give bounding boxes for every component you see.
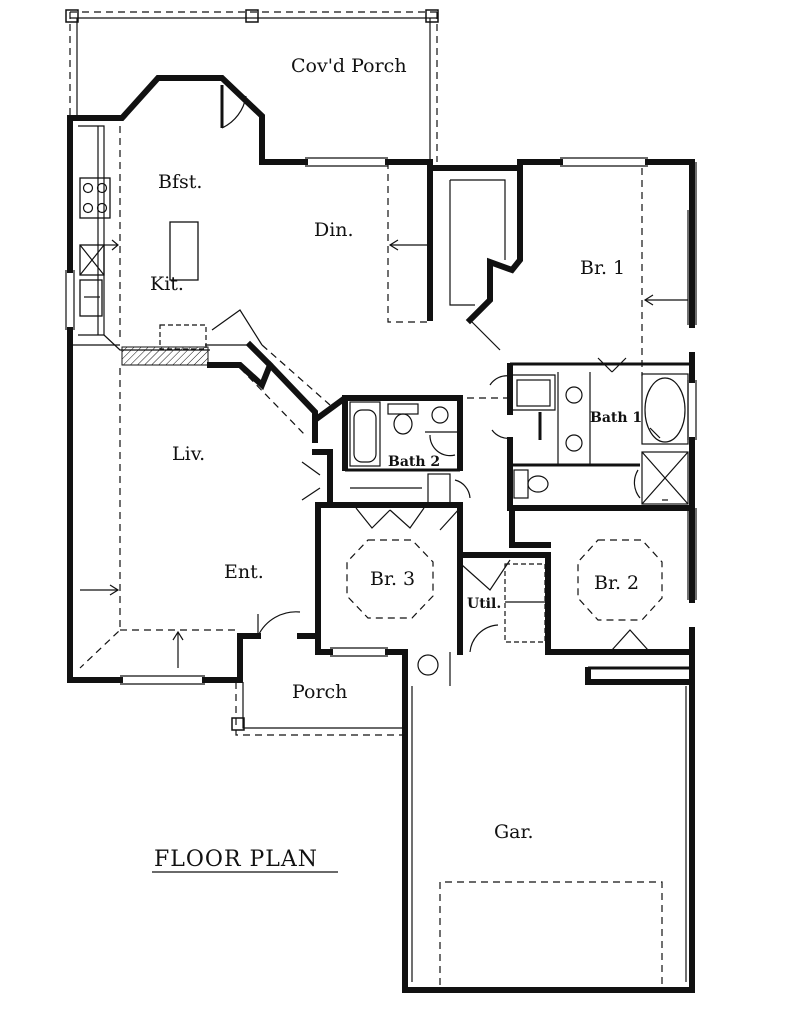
utility-room xyxy=(417,552,551,686)
label-bath2: Bath 2 xyxy=(388,454,440,470)
front-porch xyxy=(231,682,405,736)
label-br1: Br. 1 xyxy=(580,257,625,279)
kitchen xyxy=(70,125,210,366)
garage xyxy=(411,686,687,985)
label-gar: Gar. xyxy=(494,821,534,843)
dining-area xyxy=(387,162,430,323)
label-liv: Liv. xyxy=(172,443,205,465)
label-bfst: Bfst. xyxy=(158,171,202,193)
closet-br1 xyxy=(427,165,523,351)
label-ent: Ent. xyxy=(224,561,264,583)
bedroom-1 xyxy=(510,168,692,376)
angled-hall-wall xyxy=(205,309,331,443)
bedroom-2 xyxy=(509,505,695,685)
label-kit: Kit. xyxy=(150,273,184,295)
hall-doors xyxy=(455,375,513,439)
plan-title: FLOOR PLAN xyxy=(154,847,318,872)
breakfast-door xyxy=(220,85,247,129)
label-bath1: Bath 1 xyxy=(590,410,642,426)
label-covd-porch: Cov'd Porch xyxy=(291,55,407,77)
covered-porch xyxy=(65,9,439,162)
windows xyxy=(65,157,697,685)
hall-closet xyxy=(301,449,333,639)
living-entry xyxy=(79,368,301,669)
bath-1 xyxy=(507,357,695,511)
bath-2 xyxy=(312,395,471,505)
label-br3: Br. 3 xyxy=(370,568,415,590)
label-br2: Br. 2 xyxy=(594,572,639,594)
label-util: Util. xyxy=(467,596,501,612)
label-din: Din. xyxy=(314,219,354,241)
bedroom-3 xyxy=(315,502,463,655)
exterior-walls xyxy=(67,75,695,993)
label-porch: Porch xyxy=(292,681,347,703)
